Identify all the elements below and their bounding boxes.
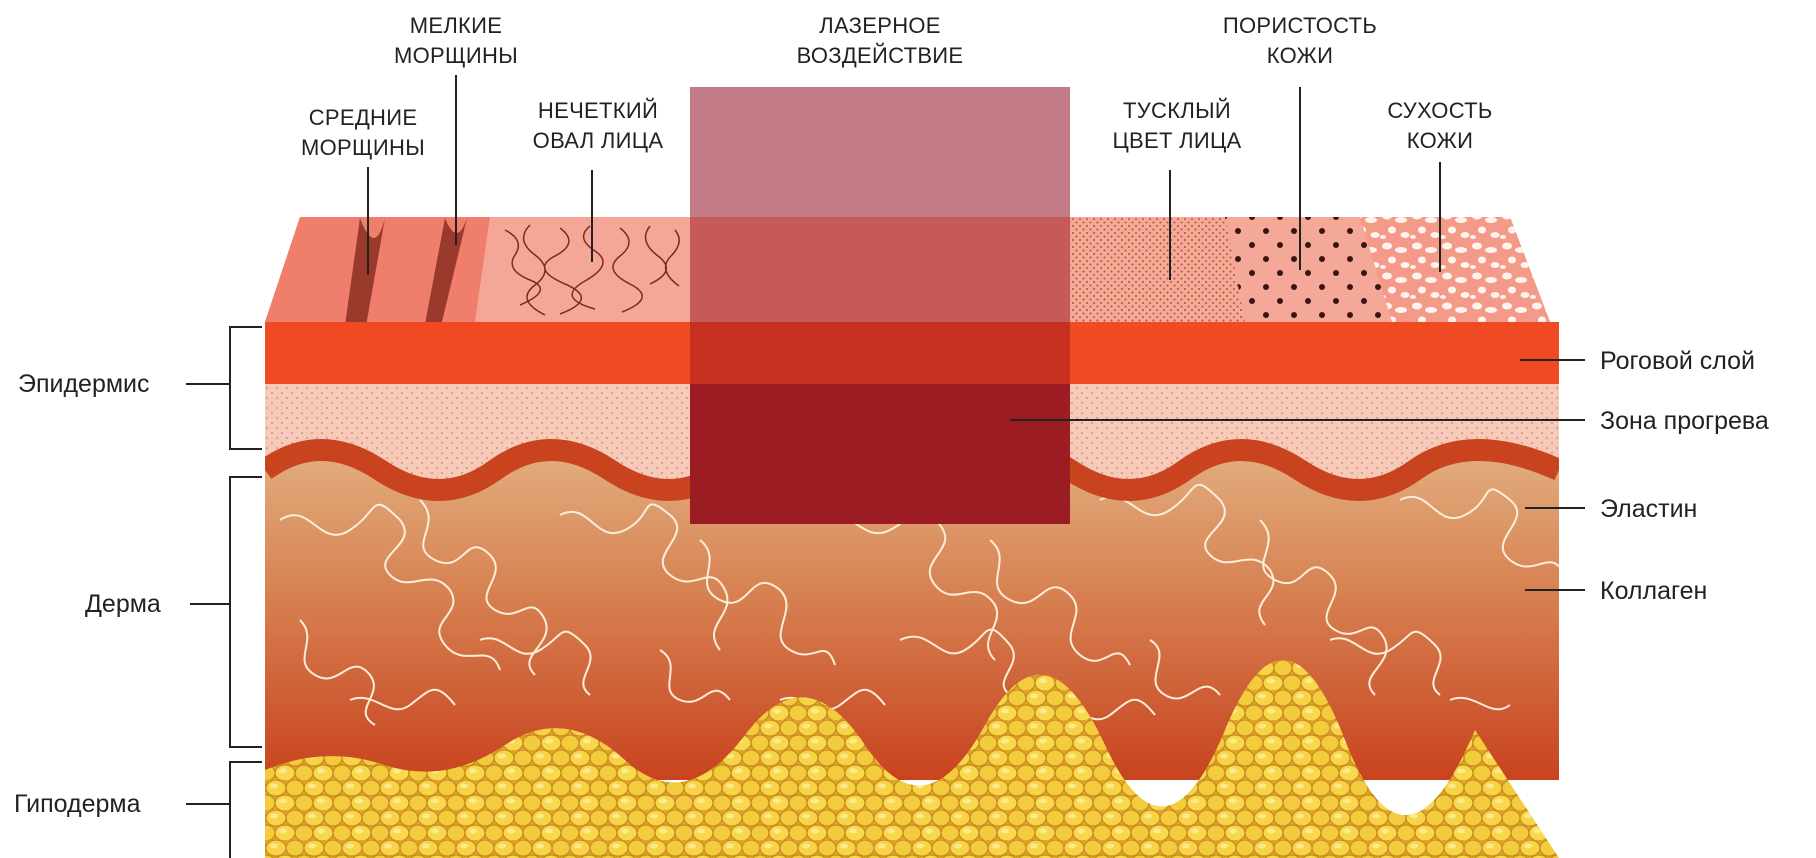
- svg-text:Эластин: Эластин: [1600, 495, 1697, 523]
- svg-text:ЦВЕТ ЛИЦА: ЦВЕТ ЛИЦА: [1112, 128, 1241, 153]
- svg-text:ПОРИСТОСТЬ: ПОРИСТОСТЬ: [1223, 13, 1377, 38]
- laser-beam: [690, 87, 1070, 524]
- svg-text:СРЕДНИЕ: СРЕДНИЕ: [309, 105, 418, 130]
- label-dermis: Дерма: [85, 477, 262, 747]
- svg-text:ТУСКЛЫЙ: ТУСКЛЫЙ: [1123, 98, 1231, 123]
- svg-text:КОЖИ: КОЖИ: [1267, 43, 1334, 68]
- laser-beam-column: [690, 87, 1070, 222]
- svg-text:Гиподерма: Гиподерма: [14, 790, 141, 818]
- blurred-oval-area: [475, 217, 690, 322]
- svg-text:Коллаген: Коллаген: [1600, 577, 1707, 605]
- svg-text:МОРЩИНЫ: МОРЩИНЫ: [394, 43, 518, 68]
- svg-text:ОВАЛ ЛИЦА: ОВАЛ ЛИЦА: [533, 128, 664, 153]
- label-hypodermis: Гиподерма: [14, 762, 262, 858]
- svg-text:НЕЧЕТКИЙ: НЕЧЕТКИЙ: [538, 98, 658, 123]
- svg-text:МЕЛКИЕ: МЕЛКИЕ: [410, 13, 503, 38]
- svg-text:КОЖИ: КОЖИ: [1407, 128, 1474, 153]
- label-epidermis: Эпидермис: [18, 327, 262, 449]
- svg-text:Дерма: Дерма: [85, 590, 161, 618]
- dull-complexion-area: [1070, 217, 1245, 322]
- label-laser: ЛАЗЕРНОЕ ВОЗДЕЙСТВИЕ: [797, 13, 964, 68]
- svg-text:Эпидермис: Эпидермис: [18, 370, 150, 398]
- svg-text:ВОЗДЕЙСТВИЕ: ВОЗДЕЙСТВИЕ: [797, 43, 964, 68]
- dryness-area: [1360, 217, 1550, 322]
- svg-text:ЛАЗЕРНОЕ: ЛАЗЕРНОЕ: [819, 13, 941, 38]
- svg-text:СУХОСТЬ: СУХОСТЬ: [1387, 98, 1492, 123]
- svg-text:Роговой слой: Роговой слой: [1600, 347, 1755, 375]
- heat-zone: [690, 384, 1070, 524]
- left-labels: Эпидермис Дерма Гиподерма: [14, 327, 262, 858]
- svg-text:Зона прогрева: Зона прогрева: [1600, 407, 1769, 435]
- medium-wrinkles-area: [265, 217, 405, 322]
- svg-text:МОРЩИНЫ: МОРЩИНЫ: [301, 135, 425, 160]
